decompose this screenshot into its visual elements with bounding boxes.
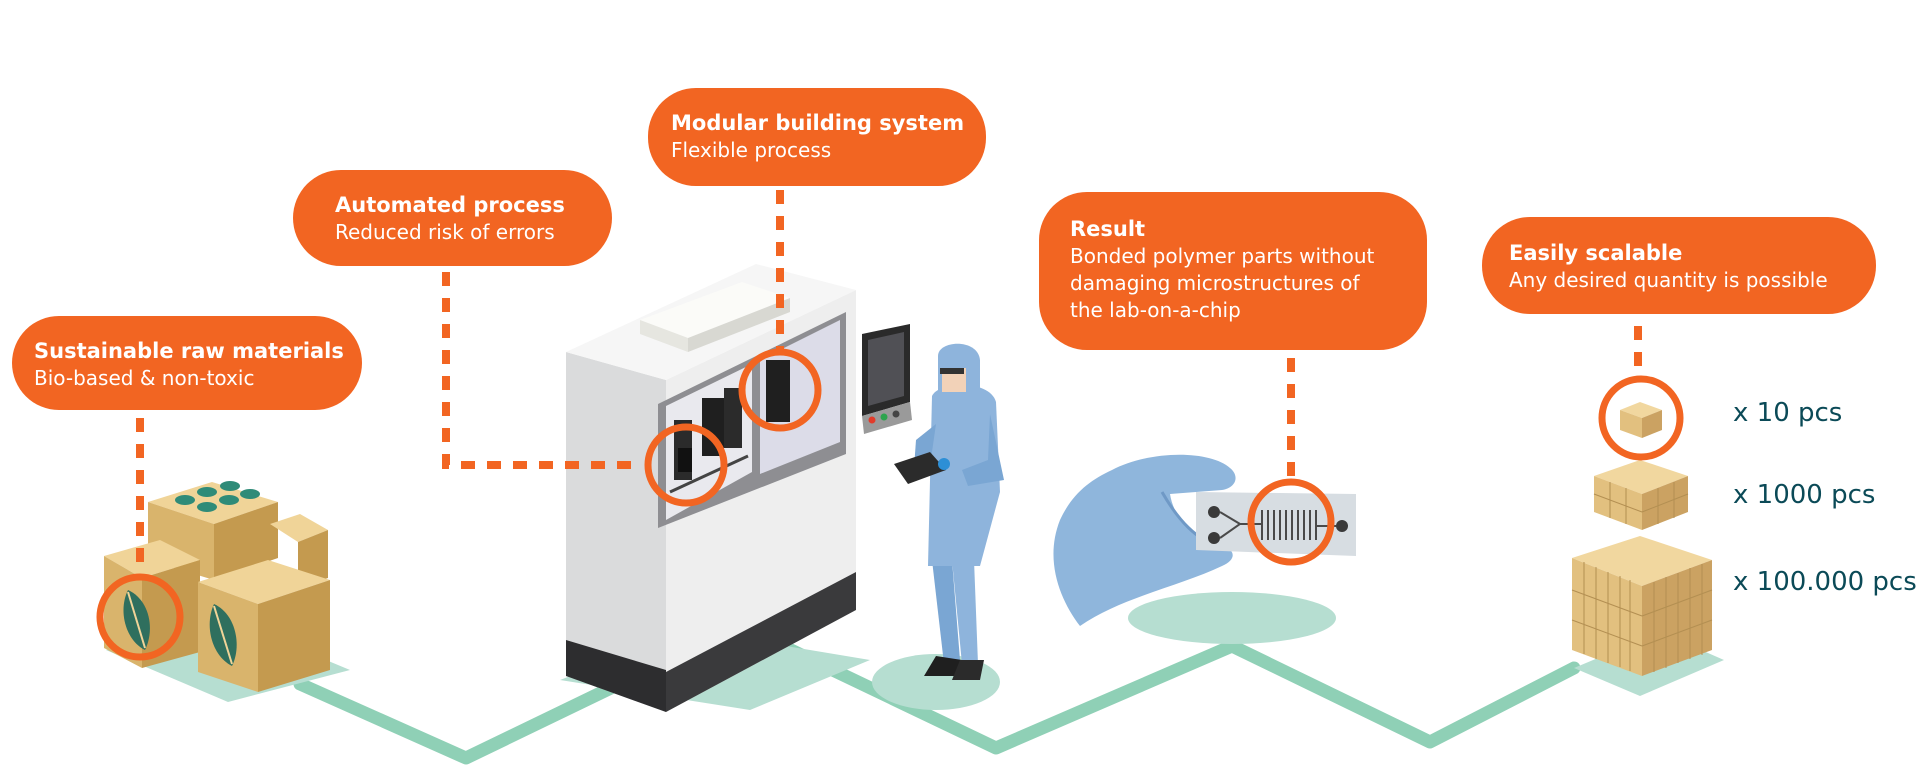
callout-title: Result — [1070, 217, 1146, 241]
glove-hand-illustration — [1053, 454, 1336, 644]
machine-illustration — [560, 264, 912, 712]
leaf-icon — [123, 590, 150, 650]
callout-subtitle: Any desired quantity is possible — [1509, 268, 1828, 292]
raw-material-boxes — [104, 481, 350, 702]
connector-automated — [442, 272, 640, 469]
callout-raw-materials: Sustainable raw materials Bio-based & no… — [12, 316, 362, 410]
highlight-ring-raw — [96, 573, 184, 661]
callout-automated-process: Automated process Reduced risk of errors — [293, 170, 612, 266]
callout-title: Easily scalable — [1509, 241, 1683, 265]
microfluidic-chip-illustration — [1196, 492, 1356, 556]
quantity-label-100000: x 100.000 pcs — [1733, 567, 1917, 597]
callout-subtitle: Reduced risk of errors — [335, 220, 555, 244]
cardboard-box-icon — [1571, 402, 1724, 696]
worker-illustration — [872, 343, 1004, 710]
quantity-label-1000: x 1000 pcs — [1733, 480, 1876, 510]
callout-subtitle: Flexible process — [671, 138, 832, 162]
callout-line: damaging microstructures of — [1070, 271, 1360, 295]
callout-result: Result Bonded polymer parts without dama… — [1039, 192, 1427, 350]
callout-line: Bonded polymer parts without — [1070, 244, 1375, 268]
callout-line: the lab-on-a-chip — [1070, 298, 1241, 322]
highlight-ring-automated — [644, 423, 728, 507]
callout-title: Automated process — [335, 193, 565, 217]
quantity-label-10: x 10 pcs — [1733, 398, 1843, 428]
leaf-icon — [209, 604, 237, 666]
callout-subtitle: Bio-based & non-toxic — [34, 366, 255, 390]
highlight-ring-modular — [738, 348, 822, 432]
highlight-ring-chip — [1247, 478, 1335, 566]
callout-title: Modular building system — [671, 111, 965, 135]
highlight-ring-scale — [1598, 375, 1684, 461]
callout-title: Sustainable raw materials — [34, 339, 344, 363]
callout-modular-building: Modular building system Flexible process — [648, 88, 986, 186]
callout-easily-scalable: Easily scalable Any desired quantity is … — [1482, 217, 1876, 314]
